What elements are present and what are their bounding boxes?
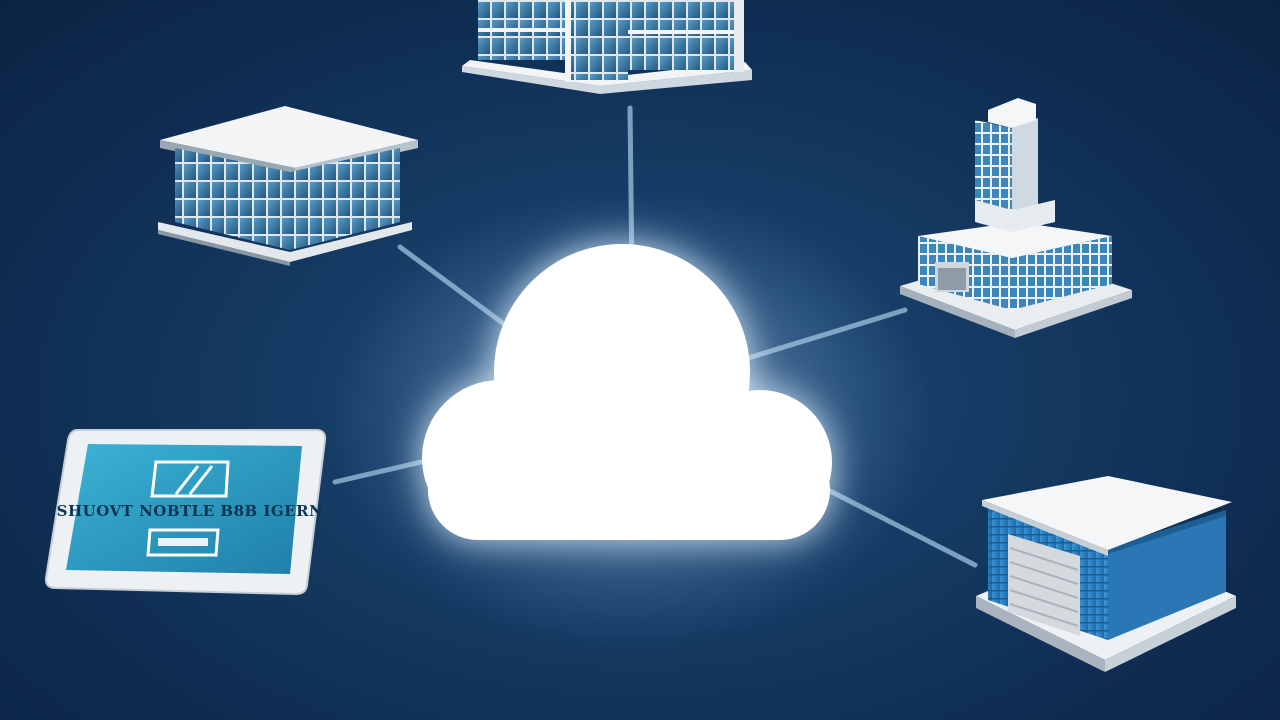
office-building-icon — [462, 0, 752, 94]
tablet-icon: SHUOVT NOBTLE B8B IGERN — [44, 429, 327, 596]
skyscraper-icon — [900, 98, 1132, 338]
cloud-icon — [330, 190, 930, 650]
tablet-screen-text: SHUOVT NOBTLE B8B IGERN — [57, 502, 324, 520]
warehouse-icon — [976, 476, 1236, 672]
glass-building-icon — [158, 106, 418, 266]
